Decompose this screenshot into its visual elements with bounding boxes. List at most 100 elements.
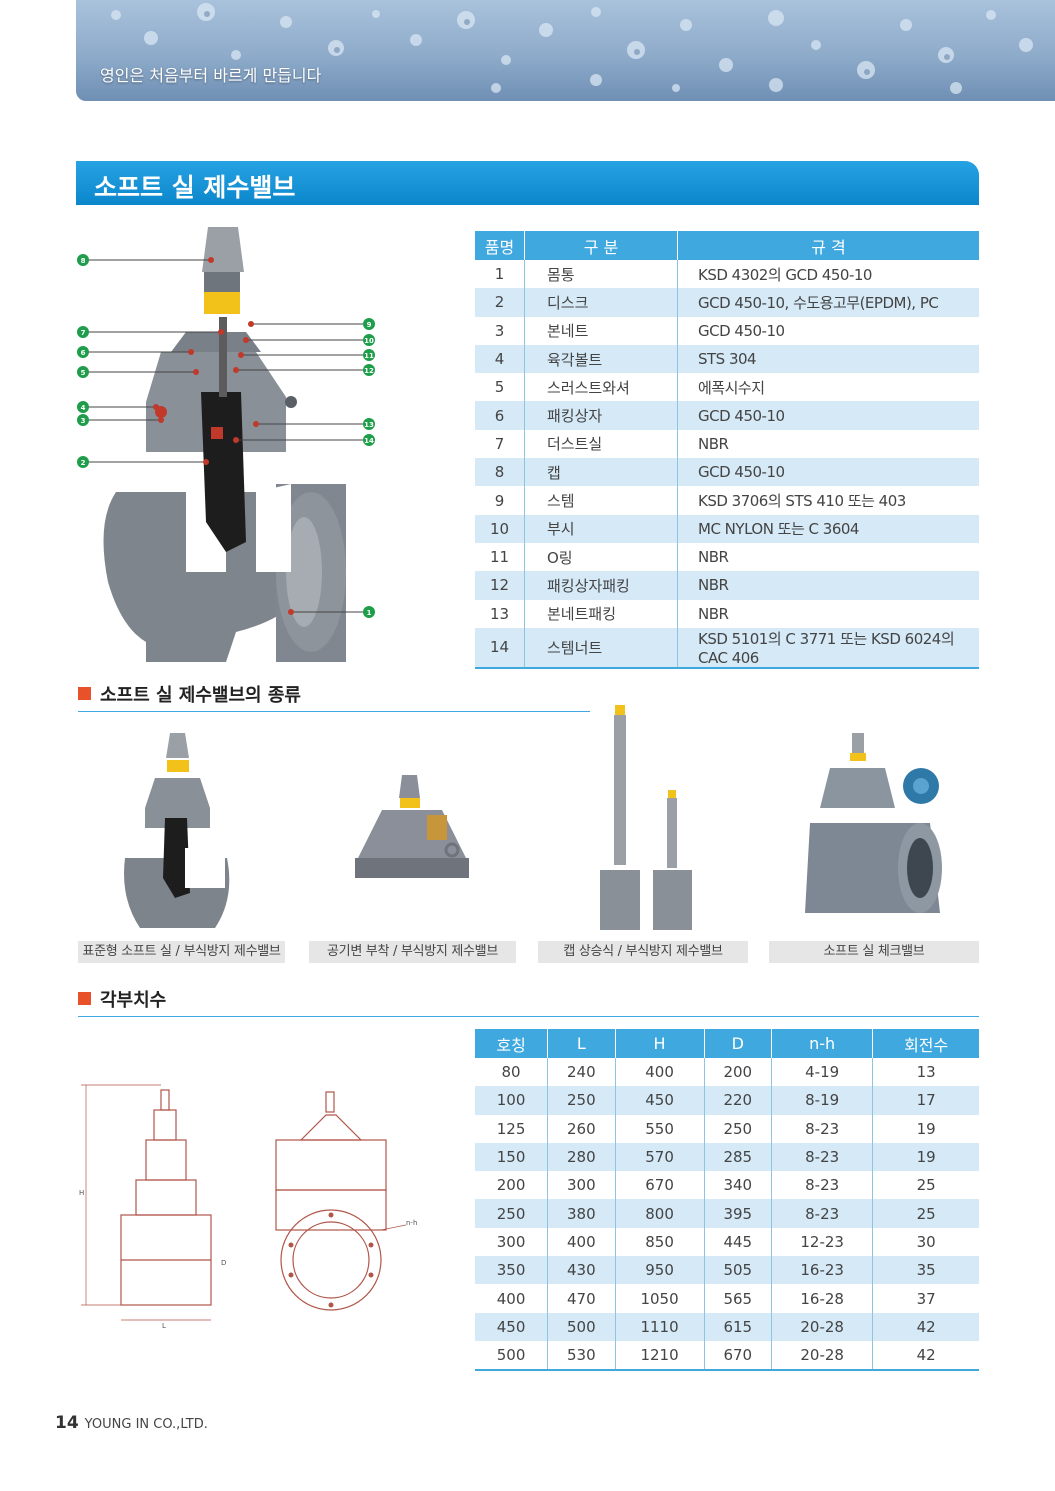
callout-1: 1 [367, 609, 372, 617]
header-part-name: 구 분 [524, 231, 678, 260]
cell: 8-23 [771, 1171, 874, 1200]
part-name: 디스크 [524, 288, 678, 317]
cell: 80 [475, 1058, 549, 1087]
cell: 100 [475, 1086, 549, 1115]
cell: 42 [872, 1340, 979, 1372]
page-number: 14 [55, 1413, 79, 1433]
part-no: 1 [475, 260, 525, 289]
part-no: 6 [475, 401, 525, 430]
cell: 150 [475, 1142, 549, 1172]
part-name: 부시 [524, 514, 678, 543]
section-title: 소프트 실 제수밸브 [94, 173, 296, 202]
cell: 17 [872, 1086, 979, 1115]
cell: 19 [872, 1142, 979, 1172]
parts-table-header: 품명 구 분 규 격 [475, 231, 979, 260]
header-turns: 회전수 [872, 1029, 979, 1058]
cell: 530 [547, 1340, 616, 1372]
cell: 500 [475, 1340, 549, 1372]
callout-9: 9 [367, 321, 372, 329]
part-name: 스템 [524, 486, 678, 515]
part-spec: KSD 5101의 C 3771 또는 KSD 6024의 CAC 406 [677, 627, 979, 669]
cell: 850 [615, 1227, 705, 1257]
header-h: H [615, 1029, 705, 1058]
company-name: YOUNG IN CO.,LTD. [84, 1417, 208, 1432]
part-name: 육각볼트 [524, 344, 678, 374]
callout-6: 6 [81, 349, 86, 357]
cell: 670 [704, 1340, 772, 1372]
part-no: 7 [475, 429, 525, 459]
cell: 35 [872, 1256, 979, 1285]
product-image-check-valve [805, 733, 942, 913]
cell: 260 [547, 1114, 616, 1143]
cell: 4-19 [771, 1058, 874, 1087]
part-name: 패킹상자패킹 [524, 571, 678, 600]
cell: 200 [475, 1171, 549, 1200]
callout-3: 3 [81, 417, 86, 425]
cell: 280 [547, 1142, 616, 1172]
caption-standard-valve: 표준형 소프트 실 / 부식방지 제수밸브 [78, 941, 285, 963]
header-spec: 규 격 [677, 231, 979, 260]
part-spec: NBR [698, 548, 729, 567]
cell: 125 [475, 1114, 549, 1143]
cell: 25 [872, 1199, 979, 1228]
part-spec: STS 304 [677, 344, 979, 374]
cell: 240 [547, 1058, 616, 1087]
cell: 1110 [615, 1312, 705, 1341]
caption-check-valve: 소프트 실 체크밸브 [769, 941, 979, 963]
valve-cutaway-image: 8 7 6 5 4 3 2 9 10 11 12 13 14 1 [77, 227, 375, 662]
part-no: 5 [475, 373, 525, 402]
callout-7: 7 [81, 329, 86, 337]
callout-14: 14 [364, 437, 374, 445]
cell: 565 [704, 1284, 772, 1313]
heading-marker-icon [78, 687, 91, 700]
cell: 395 [704, 1199, 772, 1228]
part-spec: NBR [698, 604, 729, 623]
header-l: L [547, 1029, 616, 1058]
cell: 1210 [615, 1340, 705, 1372]
dims-heading: 각부치수 [78, 986, 166, 1012]
part-no: 8 [475, 458, 525, 487]
dims-divider [78, 1016, 979, 1017]
cell: 1050 [615, 1284, 705, 1313]
callout-4: 4 [81, 404, 86, 412]
part-no: 4 [475, 344, 525, 374]
cell: 250 [704, 1114, 772, 1143]
part-name: O링 [524, 542, 678, 572]
cell: 16-23 [771, 1256, 874, 1285]
heading-marker-icon [78, 992, 91, 1005]
types-heading-text: 소프트 실 제수밸브의 종류 [100, 685, 301, 706]
dims-heading-text: 각부치수 [100, 990, 167, 1011]
cell: 450 [615, 1086, 705, 1115]
cell: 20-28 [771, 1340, 874, 1372]
part-name: 캡 [524, 458, 678, 487]
cell: 400 [475, 1284, 549, 1313]
product-image-cap-rising-valve [600, 705, 692, 930]
part-spec: GCD 450-10 [677, 401, 979, 430]
cell: 300 [547, 1171, 616, 1200]
callout-11: 11 [364, 352, 374, 360]
cell: 8-23 [771, 1114, 874, 1143]
part-spec: 에폭시수지 [698, 378, 765, 397]
part-spec: KSD 3706의 STS 410 또는 403 [698, 492, 906, 511]
cell: 470 [547, 1284, 616, 1313]
cell: 670 [615, 1171, 705, 1200]
drawing-label-h: H [79, 1189, 84, 1197]
part-spec: KSD 4302의 GCD 450-10 [698, 265, 872, 284]
header-d: D [704, 1029, 772, 1058]
cell: 550 [615, 1114, 705, 1143]
part-spec: GCD 450-10 [698, 321, 785, 340]
